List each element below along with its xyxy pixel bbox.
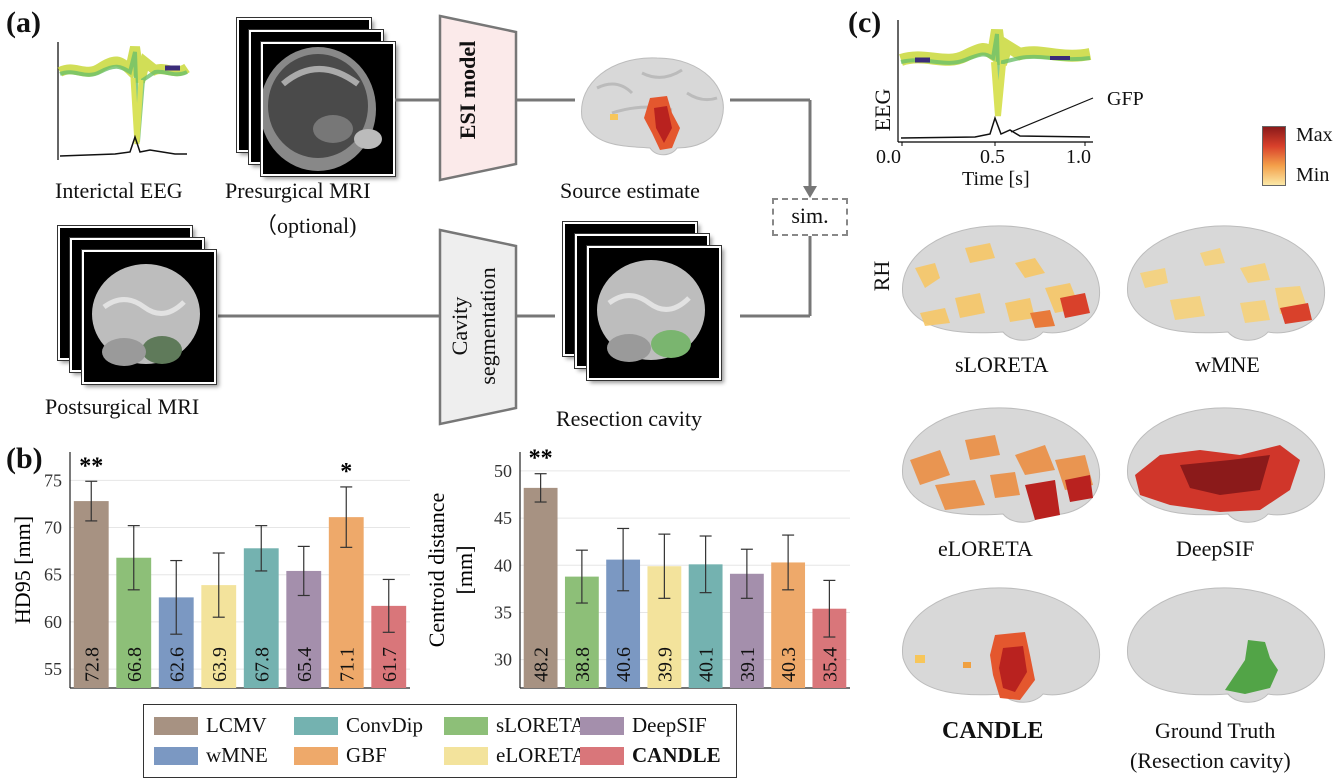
bar-lcmv xyxy=(73,501,109,688)
y-tick-label: 70 xyxy=(44,518,62,538)
cavity-label: Cavity xyxy=(447,296,472,356)
brain-eloreta xyxy=(902,407,1101,523)
bar-value-label: 40.3 xyxy=(778,647,800,682)
y-tick-label: 55 xyxy=(44,659,62,679)
bar-value-label: 65.4 xyxy=(294,647,316,682)
bar-lcmv xyxy=(523,487,558,688)
cavity-segmentation-block xyxy=(438,228,518,426)
significance-marker: ** xyxy=(79,453,103,479)
legend-item-sloreta: sLORETA xyxy=(444,713,585,738)
y-tick-label: 35 xyxy=(494,602,512,622)
y-tick-label: 50 xyxy=(494,461,512,481)
legend-item-convdip: ConvDip xyxy=(294,713,423,738)
legend-swatch xyxy=(580,746,624,765)
ground-truth-subtitle: (Resection cavity) xyxy=(1130,748,1291,773)
y-tick-label: 60 xyxy=(44,612,62,632)
presurgical-mri-caption: Presurgical MRI xyxy=(225,178,371,203)
esi-model-label: ESI model xyxy=(455,40,480,140)
bar-value-label: 35.4 xyxy=(819,647,841,682)
colorbar xyxy=(1262,126,1286,186)
bar-value-label: 63.9 xyxy=(209,647,231,682)
time-axis-label: Time [s] xyxy=(962,168,1030,190)
optional-caption: （optional) xyxy=(255,213,357,238)
brain-label-deepsif: DeepSIF xyxy=(1176,536,1255,561)
panel-label-a: (a) xyxy=(6,6,41,39)
legend-swatch xyxy=(444,716,488,735)
time-tick-0: 0.0 xyxy=(876,146,901,168)
bar-value-label: 62.6 xyxy=(166,647,188,682)
brain-wmne xyxy=(1127,225,1326,341)
significance-marker: * xyxy=(340,459,352,485)
source-estimate-caption: Source estimate xyxy=(560,178,700,203)
y-axis-label: HD95 [mm] xyxy=(10,516,35,624)
bar-value-label: 40.1 xyxy=(696,647,718,682)
brain-label-sloreta: sLORETA xyxy=(955,352,1049,377)
bar-value-label: 71.1 xyxy=(336,647,358,682)
brain-sloreta xyxy=(902,225,1101,341)
brain-candle xyxy=(902,587,1101,703)
bar-convdip xyxy=(243,548,279,688)
bar-value-label: 61.7 xyxy=(379,647,401,682)
colorbar-max-label: Max xyxy=(1296,124,1333,146)
gfp-label: GFP xyxy=(1107,88,1144,110)
y-tick-label: 75 xyxy=(44,470,62,490)
y-tick-label: 30 xyxy=(494,650,512,670)
bar-value-label: 38.8 xyxy=(572,647,594,682)
postsurgical-mri-caption: Postsurgical MRI xyxy=(45,394,200,419)
legend-swatch xyxy=(444,746,488,765)
legend-swatch xyxy=(154,716,198,735)
bar-value-label: 66.8 xyxy=(124,647,146,682)
legend-swatch xyxy=(294,716,338,735)
segmentation-label: segmentation xyxy=(475,267,500,385)
panel-label-b: (b) xyxy=(6,442,43,475)
chart-legend: LCMV ConvDip sLORETA DeepSIF wMNE GBF eL… xyxy=(143,704,737,778)
y-tick-label: 45 xyxy=(494,508,512,528)
brain-label-ground-truth: Ground Truth xyxy=(1155,718,1276,743)
brain-ground-truth xyxy=(1127,587,1326,703)
bar-value-label: 72.8 xyxy=(81,647,103,682)
legend-item-eloreta: eLORETA xyxy=(444,743,586,768)
eeg-axis-label: EEG xyxy=(870,88,895,132)
bar-value-label: 48.2 xyxy=(531,647,553,682)
brain-label-candle: CANDLE xyxy=(942,718,1044,744)
legend-swatch xyxy=(580,716,624,735)
rh-label: RH xyxy=(869,260,894,292)
sim-box: sim. xyxy=(772,198,848,236)
resection-cavity-caption: Resection cavity xyxy=(556,406,703,431)
brain-label-eloreta: eLORETA xyxy=(938,536,1033,561)
y-axis-label-line: [mm] xyxy=(452,546,477,595)
pipeline-connectors xyxy=(218,98,817,318)
panel-c-eeg-plot xyxy=(897,20,1094,146)
colorbar-min-label: Min xyxy=(1296,164,1330,186)
time-tick-2: 1.0 xyxy=(1066,146,1091,168)
time-tick-1: 0.5 xyxy=(980,146,1005,168)
bar-value-label: 67.8 xyxy=(251,647,273,682)
legend-item-lcmv: LCMV xyxy=(154,713,267,738)
legend-item-candle: CANDLE xyxy=(580,743,721,768)
y-axis-label-line: Centroid distance xyxy=(424,493,449,648)
y-axis-label: Centroid distance[mm] xyxy=(424,493,477,648)
brain-deepsif xyxy=(1127,407,1326,523)
bar-value-label: 39.1 xyxy=(737,647,759,682)
legend-item-gbf: GBF xyxy=(294,743,387,768)
y-tick-label: 65 xyxy=(44,565,62,585)
legend-swatch xyxy=(154,746,198,765)
bar-value-label: 39.9 xyxy=(654,647,676,682)
interictal-eeg-caption: Interictal EEG xyxy=(55,178,183,203)
source-estimate-brain xyxy=(581,57,724,156)
y-tick-label: 40 xyxy=(494,555,512,575)
bar-value-label: 40.6 xyxy=(613,647,635,682)
legend-item-wmne: wMNE xyxy=(154,743,268,768)
panel-label-c: (c) xyxy=(848,6,882,39)
legend-swatch xyxy=(294,746,338,765)
significance-marker: ** xyxy=(529,446,553,472)
interictal-eeg-plot xyxy=(57,42,190,160)
esi-model-block xyxy=(438,14,518,182)
brain-label-wmne: wMNE xyxy=(1195,352,1260,377)
legend-item-deepsif: DeepSIF xyxy=(580,713,707,738)
